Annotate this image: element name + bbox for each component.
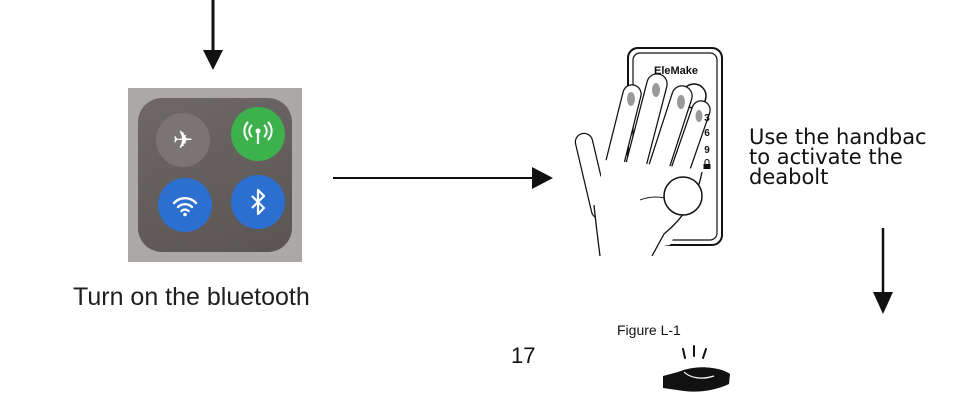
step-handback-caption: Use the handbac to activate the deabolt (749, 127, 971, 187)
wifi-toggle[interactable] (158, 178, 212, 232)
down-arrow-right (873, 228, 893, 314)
control-center-screenshot: ✈ (128, 88, 302, 262)
cellular-toggle[interactable] (231, 107, 285, 161)
bluetooth-icon (251, 188, 266, 216)
device-key-3: 3 (704, 113, 710, 124)
caption-line-2: to activate the (749, 145, 903, 169)
device-keypad: 3 6 9 (663, 113, 711, 216)
bluetooth-toggle[interactable] (231, 175, 285, 229)
fingerprint-sensor (663, 176, 703, 216)
step-bluetooth-caption: Turn on the bluetooth (73, 283, 310, 311)
figure-label: Figure L-1 (617, 322, 681, 338)
cellular-icon (243, 121, 273, 144)
palm-up-hand-icon (663, 345, 730, 392)
control-center-panel: ✈ (138, 98, 292, 252)
device-key-6: 6 (704, 128, 710, 139)
airplane-mode-toggle[interactable]: ✈ (156, 113, 210, 167)
lock-icon (703, 158, 711, 169)
hand-drawing (574, 73, 711, 257)
device-key-9: 9 (704, 145, 710, 156)
right-arrow (333, 167, 553, 189)
caption-line-3: deabolt (749, 165, 829, 188)
handback-figure: EleMake (574, 47, 730, 392)
caption-line-1: Use the handbac (749, 127, 927, 149)
page-number: 17 (511, 343, 536, 368)
wifi-icon (172, 197, 198, 217)
device-brand: EleMake (654, 65, 698, 77)
down-arrow-top (203, 0, 223, 70)
airplane-icon: ✈ (172, 126, 194, 154)
